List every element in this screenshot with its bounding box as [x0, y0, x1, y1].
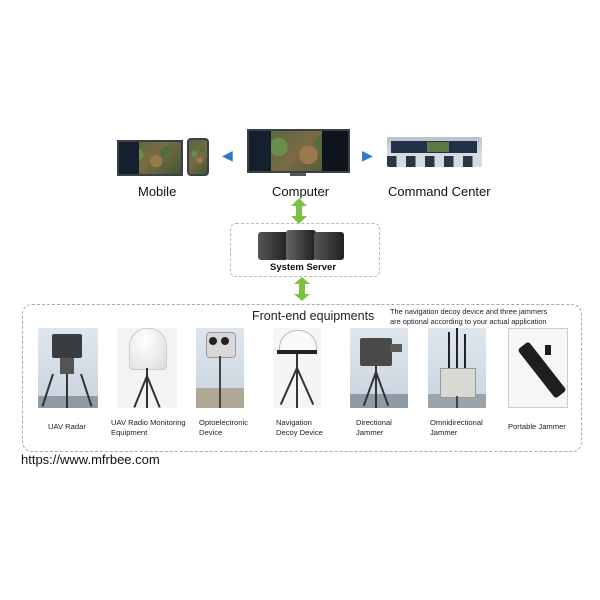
server-image: [258, 230, 346, 262]
tablet-image: [117, 140, 183, 176]
server-frame: [230, 223, 380, 277]
front-end-frame: [22, 304, 582, 452]
mobile-label: Mobile: [138, 184, 177, 199]
optoelectronic-device-image: [196, 328, 244, 408]
double-arrow-icon: [291, 198, 307, 224]
monitor-image: [247, 129, 350, 173]
phone-image: [187, 138, 209, 176]
command-center-image: [387, 137, 482, 167]
left-arrow-icon: ◀: [222, 147, 233, 163]
uav-radio-monitoring-image: [117, 328, 177, 408]
website-url: https://www.mfrbee.com: [21, 452, 160, 467]
command-center-label: Command Center: [388, 184, 491, 199]
omnidirectional-jammer-image: [428, 328, 486, 408]
navigation-decoy-image: [273, 328, 321, 408]
right-arrow-icon: ▶: [362, 147, 373, 163]
directional-jammer-image: [350, 328, 408, 408]
uav-radar-image: [38, 328, 98, 408]
portable-jammer-image: [508, 328, 568, 408]
double-arrow-icon: [294, 277, 310, 301]
computer-label: Computer: [272, 184, 330, 199]
equipment-label-portable-jammer: Portable Jammer: [508, 422, 566, 431]
server-label: System Server: [270, 262, 337, 273]
equipment-label-uav-radar: UAV Radar: [48, 422, 86, 431]
front-end-title: Front-end equipments: [252, 309, 375, 323]
optional-note: The navigation decoy device and three ja…: [390, 307, 548, 326]
